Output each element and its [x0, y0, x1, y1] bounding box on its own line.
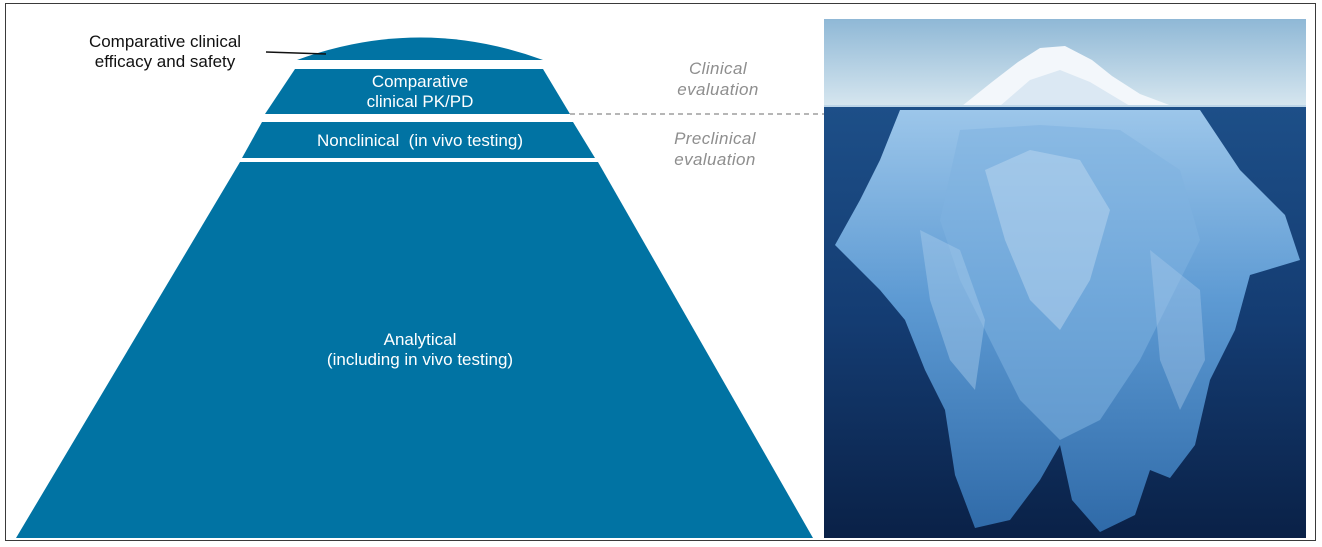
level-pkpd-label: Comparative clinical PK/PD	[366, 72, 474, 111]
level-pkpd	[265, 69, 570, 114]
clinical-evaluation-label: Clinical evaluation	[677, 59, 759, 99]
preclinical-evaluation-label: Preclinical evaluation	[674, 129, 756, 169]
level-analytical	[16, 162, 813, 538]
iceberg-photo	[824, 19, 1306, 538]
level-nonclinical	[242, 122, 595, 158]
level-nonclinical-label: Nonclinical (in vivo testing)	[317, 131, 523, 150]
figure-frame	[5, 3, 1316, 541]
level-analytical-label: Analytical (including in vivo testing)	[326, 330, 514, 369]
callout-efficacy-safety-label: Comparative clinical efficacy and safety	[88, 32, 242, 71]
callout-leader-line	[265, 51, 327, 55]
level-top-efficacy-safety	[297, 37, 543, 60]
